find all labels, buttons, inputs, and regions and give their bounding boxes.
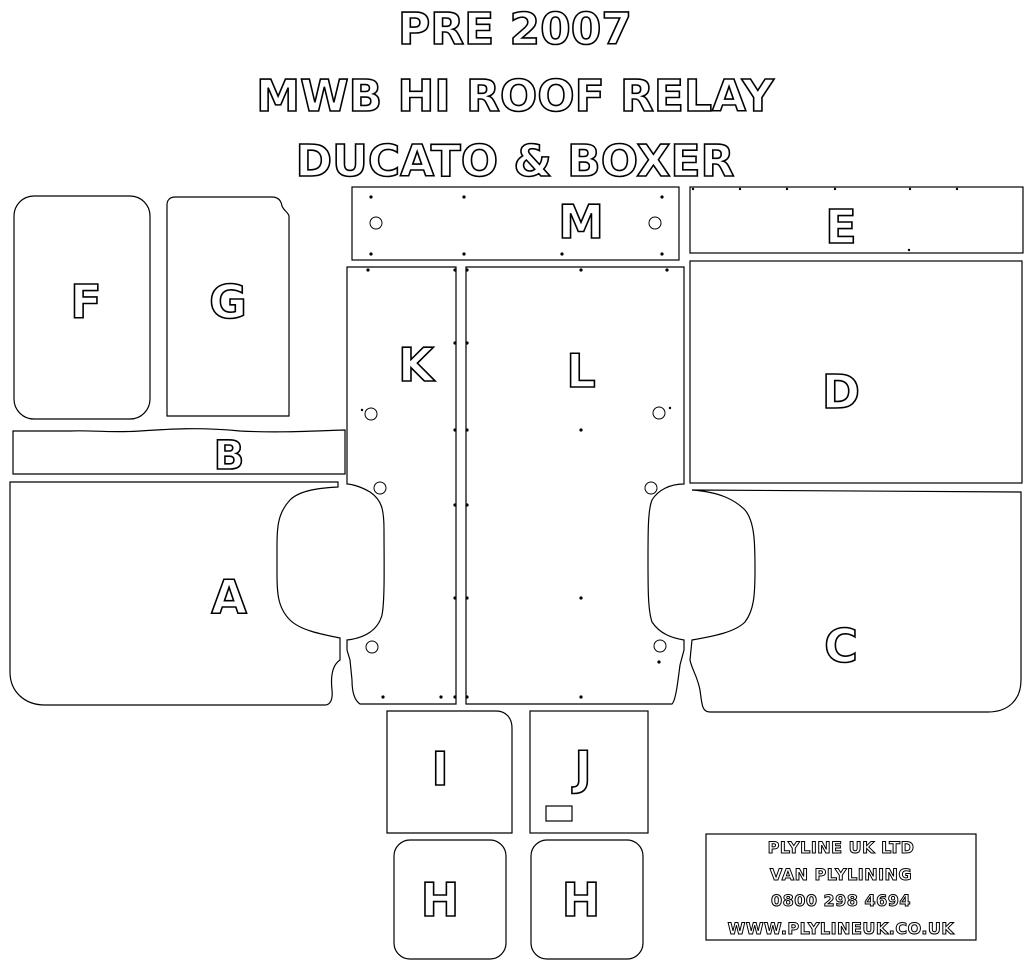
panel-e-label: E <box>825 200 856 254</box>
panel-b: B <box>12 428 346 480</box>
panel-d: D <box>689 260 1023 484</box>
panel-j: J <box>529 710 649 834</box>
panel-l: L <box>465 266 685 705</box>
panel-g: G <box>166 196 290 417</box>
panel-i-label: I <box>431 742 448 796</box>
panel-m-label: M <box>558 195 604 249</box>
company-service: VAN PLYLINING <box>770 865 912 884</box>
panel-h-right: H <box>530 839 644 960</box>
company-info-box: PLYLINE UK LTD VAN PLYLINING 0800 298 46… <box>705 833 977 941</box>
panel-c-label: C <box>824 619 858 673</box>
panel-j-cutout <box>545 805 573 822</box>
title-line-1: PRE 2007 <box>398 4 632 55</box>
panel-c: C <box>689 489 1022 713</box>
panel-h-left: H <box>393 839 507 960</box>
title-line-2: MWB HI ROOF RELAY <box>256 71 775 122</box>
panel-a: A <box>9 481 341 706</box>
panel-d-label: D <box>822 365 860 419</box>
panel-g-label: G <box>209 275 247 329</box>
panel-l-label: L <box>566 344 595 398</box>
panel-f-label: F <box>70 275 101 329</box>
panel-h-right-label: H <box>562 873 601 927</box>
panel-a-label: A <box>211 570 247 624</box>
panel-h-left-label: H <box>421 873 460 927</box>
panel-i: I <box>386 710 513 834</box>
company-website: WWW.PLYLINEUK.CO.UK <box>728 919 955 938</box>
company-name: PLYLINE UK LTD <box>768 838 915 857</box>
panel-k: K <box>346 266 457 705</box>
panel-e: E <box>689 186 1024 255</box>
panel-b-label: B <box>214 433 245 479</box>
panel-f: F <box>13 195 151 420</box>
panel-j-label: J <box>571 741 591 795</box>
panel-k-label: K <box>398 338 436 392</box>
panel-m: M <box>351 186 680 261</box>
company-phone: 0800 298 4694 <box>771 891 911 910</box>
title-line-3: DUCATO & BOXER <box>296 136 735 187</box>
